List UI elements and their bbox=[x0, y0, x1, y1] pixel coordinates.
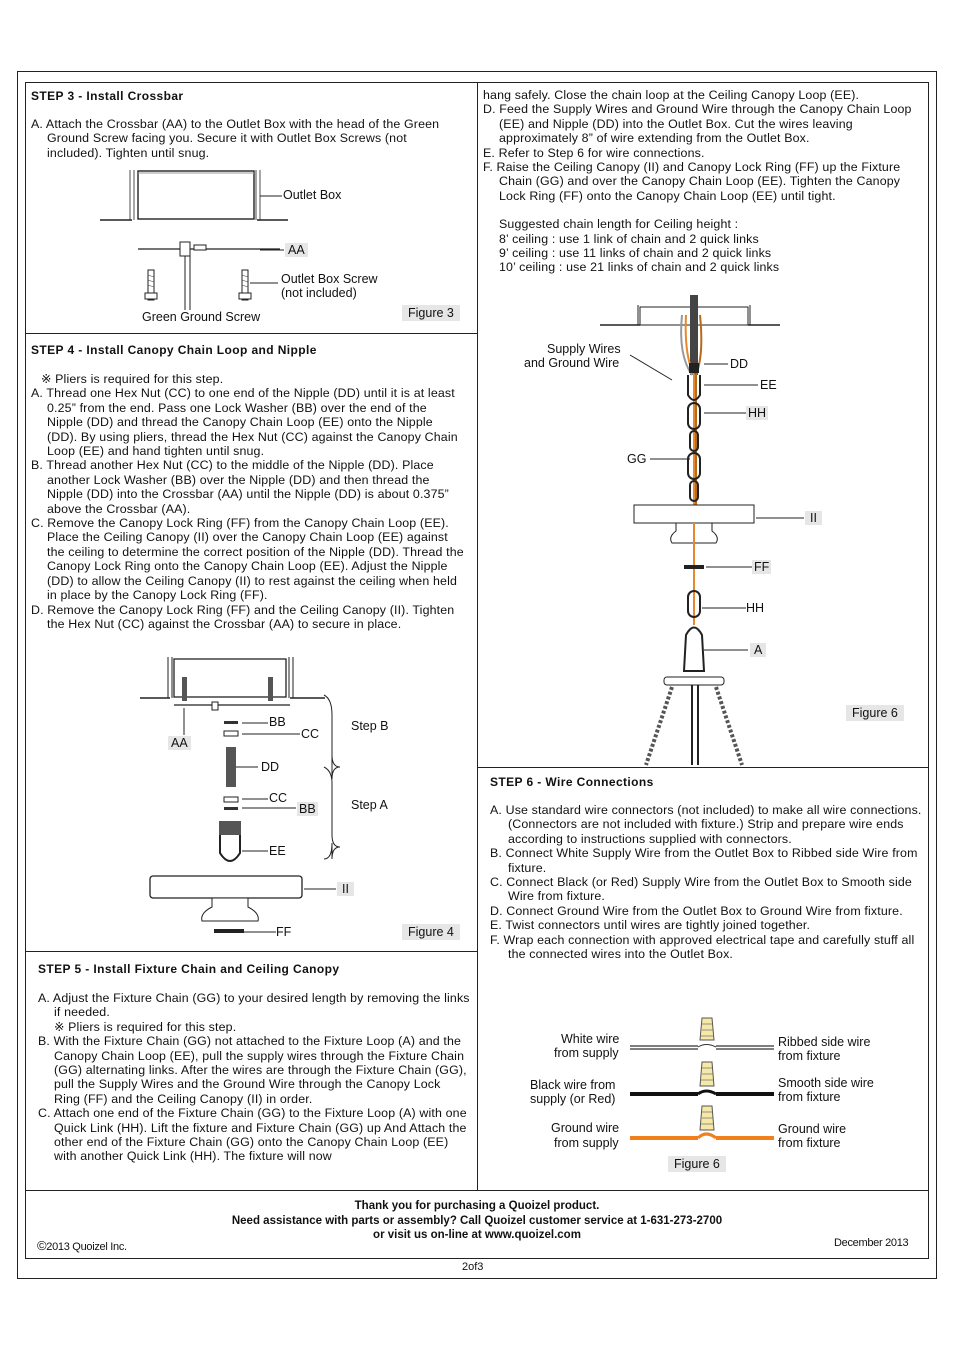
wire-label-fground1: Ground wire bbox=[778, 1122, 847, 1136]
figure4-caption: Figure 4 bbox=[402, 924, 460, 940]
step4-body: ※ Pliers is required for this step. A. T… bbox=[31, 372, 464, 631]
footer-copyright: ©2013 Quoizel Inc. bbox=[37, 1238, 127, 1253]
fig6-label-hh1: HH bbox=[746, 406, 769, 420]
fig4-label-ee: EE bbox=[269, 844, 286, 858]
fig6-label-ee: EE bbox=[760, 378, 777, 392]
figure6-caption-wires: Figure 6 bbox=[668, 1156, 726, 1172]
fig6-label-ff: FF bbox=[752, 560, 772, 574]
fig6-label-and-ground-wire: and Ground Wire bbox=[524, 356, 620, 370]
step4-note: ※ Pliers is required for this step. bbox=[41, 372, 224, 386]
footer-date: December 2013 bbox=[834, 1237, 909, 1249]
step3-heading: STEP 3 - Install Crossbar bbox=[31, 89, 184, 103]
fig4-label-cc1: CC bbox=[301, 727, 320, 741]
step5-note: ※ Pliers is required for this step. bbox=[54, 1019, 237, 1034]
fig6-label-hh2: HH bbox=[746, 601, 765, 615]
wire-label-black1: Black wire from bbox=[530, 1078, 616, 1092]
page-number: 2of3 bbox=[462, 1261, 484, 1273]
footer-panel bbox=[25, 1190, 929, 1259]
page-frame bbox=[17, 71, 937, 1279]
label-green-ground-screw: Green Ground Screw bbox=[142, 310, 261, 324]
wire-label-white1: White wire bbox=[561, 1032, 620, 1046]
fig4-label-step-a: Step A bbox=[351, 798, 388, 812]
figure3-caption: Figure 3 bbox=[402, 305, 460, 321]
step6-heading: STEP 6 - Wire Connections bbox=[490, 775, 654, 789]
fig6-label-ii: II bbox=[805, 511, 822, 525]
fig6-label-a: A bbox=[750, 643, 767, 657]
step5-heading: STEP 5 - Install Fixture Chain and Ceili… bbox=[38, 962, 340, 976]
figure6-leaders bbox=[629, 354, 804, 651]
copyright-icon: © bbox=[37, 1238, 47, 1253]
label-outlet-box-screw: Outlet Box Screw bbox=[281, 272, 378, 286]
fig4-label-step-b: Step B bbox=[351, 719, 389, 733]
fig4-label-ii: II bbox=[337, 882, 354, 896]
fig4-label-ff: FF bbox=[276, 925, 292, 939]
label-aa: AA bbox=[285, 243, 308, 257]
fig4-label-dd: DD bbox=[261, 760, 280, 774]
figure6-chain-drawing bbox=[600, 295, 780, 766]
step5-cont-body: hang safely. Close the chain loop at the… bbox=[483, 88, 912, 275]
fig6-label-dd: DD bbox=[730, 357, 749, 371]
label-outlet-box: Outlet Box bbox=[283, 188, 342, 202]
fig4-label-bb1: BB bbox=[269, 715, 286, 729]
fig4-label-cc2: CC bbox=[269, 791, 288, 805]
wire-label-ground1: Ground wire bbox=[551, 1121, 620, 1135]
step5-body: A. Adjust the Fixture Chain (GG) to your… bbox=[38, 991, 470, 1164]
wire-label-fground2: from fixture bbox=[778, 1136, 841, 1150]
fig4-label-bb2: BB bbox=[297, 802, 318, 816]
wire-label-smooth1: Smooth side wire bbox=[778, 1076, 874, 1090]
figure3-leaders bbox=[250, 195, 284, 284]
figure6-caption-chain: Figure 6 bbox=[846, 705, 904, 721]
fig4-label-aa: AA bbox=[168, 736, 191, 750]
footer-assistance: Need assistance with parts or assembly? … bbox=[231, 1215, 723, 1227]
wire-label-white2: from supply bbox=[554, 1046, 619, 1060]
label-not-included: (not included) bbox=[281, 286, 357, 300]
footer-website: or visit us on-line at www.quoizel.com bbox=[373, 1229, 581, 1241]
step4-heading: STEP 4 - Install Canopy Chain Loop and N… bbox=[31, 343, 317, 357]
figure3-drawing bbox=[100, 170, 288, 310]
figure4-drawing bbox=[140, 657, 341, 933]
wire-label-smooth2: from fixture bbox=[778, 1090, 841, 1104]
wire-label-ribbed1: Ribbed side wire bbox=[778, 1035, 871, 1049]
fig6-label-supply-wires: Supply Wires bbox=[547, 342, 621, 356]
step6-body: A. Use standard wire connectors (not inc… bbox=[490, 803, 922, 962]
footer-thank-you: Thank you for purchasing a Quoizel produ… bbox=[354, 1200, 600, 1212]
figure4-leaders bbox=[183, 708, 336, 933]
wire-label-ground2: from supply bbox=[554, 1136, 619, 1150]
fig6-label-gg: GG bbox=[627, 452, 647, 466]
wire-label-ribbed2: from fixture bbox=[778, 1049, 841, 1063]
step3-a: A. Attach the Crossbar (AA) to the Outle… bbox=[31, 117, 440, 160]
wire-label-black2: supply (or Red) bbox=[530, 1092, 616, 1106]
figure6-wire-drawing bbox=[630, 1017, 774, 1140]
